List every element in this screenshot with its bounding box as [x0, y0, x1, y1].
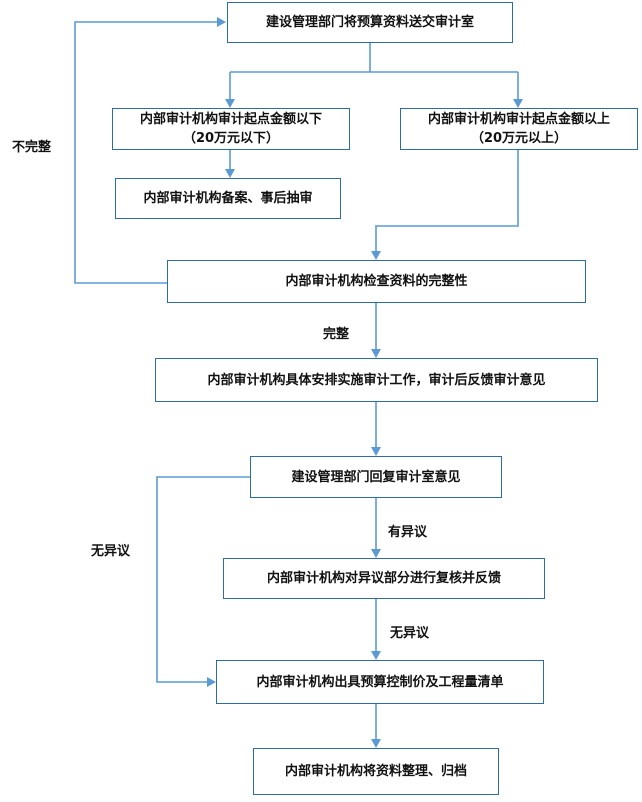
node-issue-budget-control-price: 内部审计机构出具预算控制价及工程量清单: [216, 660, 544, 704]
arrowhead-to-n9: [371, 651, 381, 660]
connector-n3-to-n5: [375, 150, 519, 252]
arrowhead-bypass-to-n9: [207, 677, 216, 687]
node-review-objections: 内部审计机构对异议部分进行复核并反馈: [223, 558, 545, 599]
node-below-threshold: 内部审计机构审计起点金额以下 （20万元以下）: [112, 108, 350, 150]
node-reply-audit-opinion: 建设管理部门回复审计室意见: [250, 456, 502, 498]
label-has-objection: 有异议: [388, 525, 428, 540]
node-conduct-audit-text: 内部审计机构具体安排实施审计工作，审计后反馈审计意见: [207, 372, 546, 388]
label-no-objection-left: 无异议: [91, 544, 131, 559]
arrowhead-to-n3: [513, 99, 523, 108]
connector-no-objection-bypass: [156, 476, 250, 683]
arrowhead-to-n5: [371, 251, 381, 260]
label-incomplete: 不完整: [12, 140, 52, 155]
node-review-objections-text: 内部审计机构对异议部分进行复核并反馈: [266, 571, 501, 586]
arrowhead-to-n8: [371, 549, 381, 558]
node-archive-materials: 内部审计机构将资料整理、归档: [253, 748, 499, 795]
arrowhead-to-n2: [225, 99, 235, 108]
connector-incomplete-loop: [74, 21, 218, 284]
node-above-threshold-line2: （20万元以上）: [470, 131, 568, 146]
node-below-threshold-line1: 内部审计机构审计起点金额以下: [139, 112, 322, 127]
node-check-completeness: 内部审计机构检查资料的完整性: [167, 260, 586, 303]
node-above-threshold-line1: 内部审计机构审计起点金额以上: [427, 112, 610, 127]
arrowhead-to-n10: [371, 739, 381, 748]
node-submit-budget-materials-text: 建设管理部门将预算资料送交审计室: [265, 15, 474, 30]
node-record-and-spot-audit-text: 内部审计机构备案、事后抽审: [143, 191, 313, 206]
node-conduct-audit: 内部审计机构具体安排实施审计工作，审计后反馈审计意见: [155, 358, 598, 402]
arrowhead-to-n1: [217, 17, 226, 27]
label-no-objection-mid: 无异议: [390, 626, 430, 641]
node-record-and-spot-audit: 内部审计机构备案、事后抽审: [115, 178, 341, 219]
node-issue-budget-control-price-text: 内部审计机构出具预算控制价及工程量清单: [256, 674, 504, 690]
node-above-threshold: 内部审计机构审计起点金额以上 （20万元以上）: [400, 108, 638, 150]
arrowhead-to-n6: [371, 349, 381, 358]
node-archive-materials-text: 内部审计机构将资料整理、归档: [284, 764, 467, 779]
node-submit-budget-materials: 建设管理部门将预算资料送交审计室: [227, 2, 513, 43]
node-reply-audit-opinion-text: 建设管理部门回复审计室意见: [291, 469, 461, 485]
arrowhead-to-n4: [225, 169, 235, 178]
node-below-threshold-line2: （20万元以下）: [182, 131, 280, 146]
arrowhead-to-n7: [371, 447, 381, 456]
node-check-completeness-text: 内部审计机构检查资料的完整性: [285, 274, 468, 289]
label-complete: 完整: [323, 327, 350, 342]
